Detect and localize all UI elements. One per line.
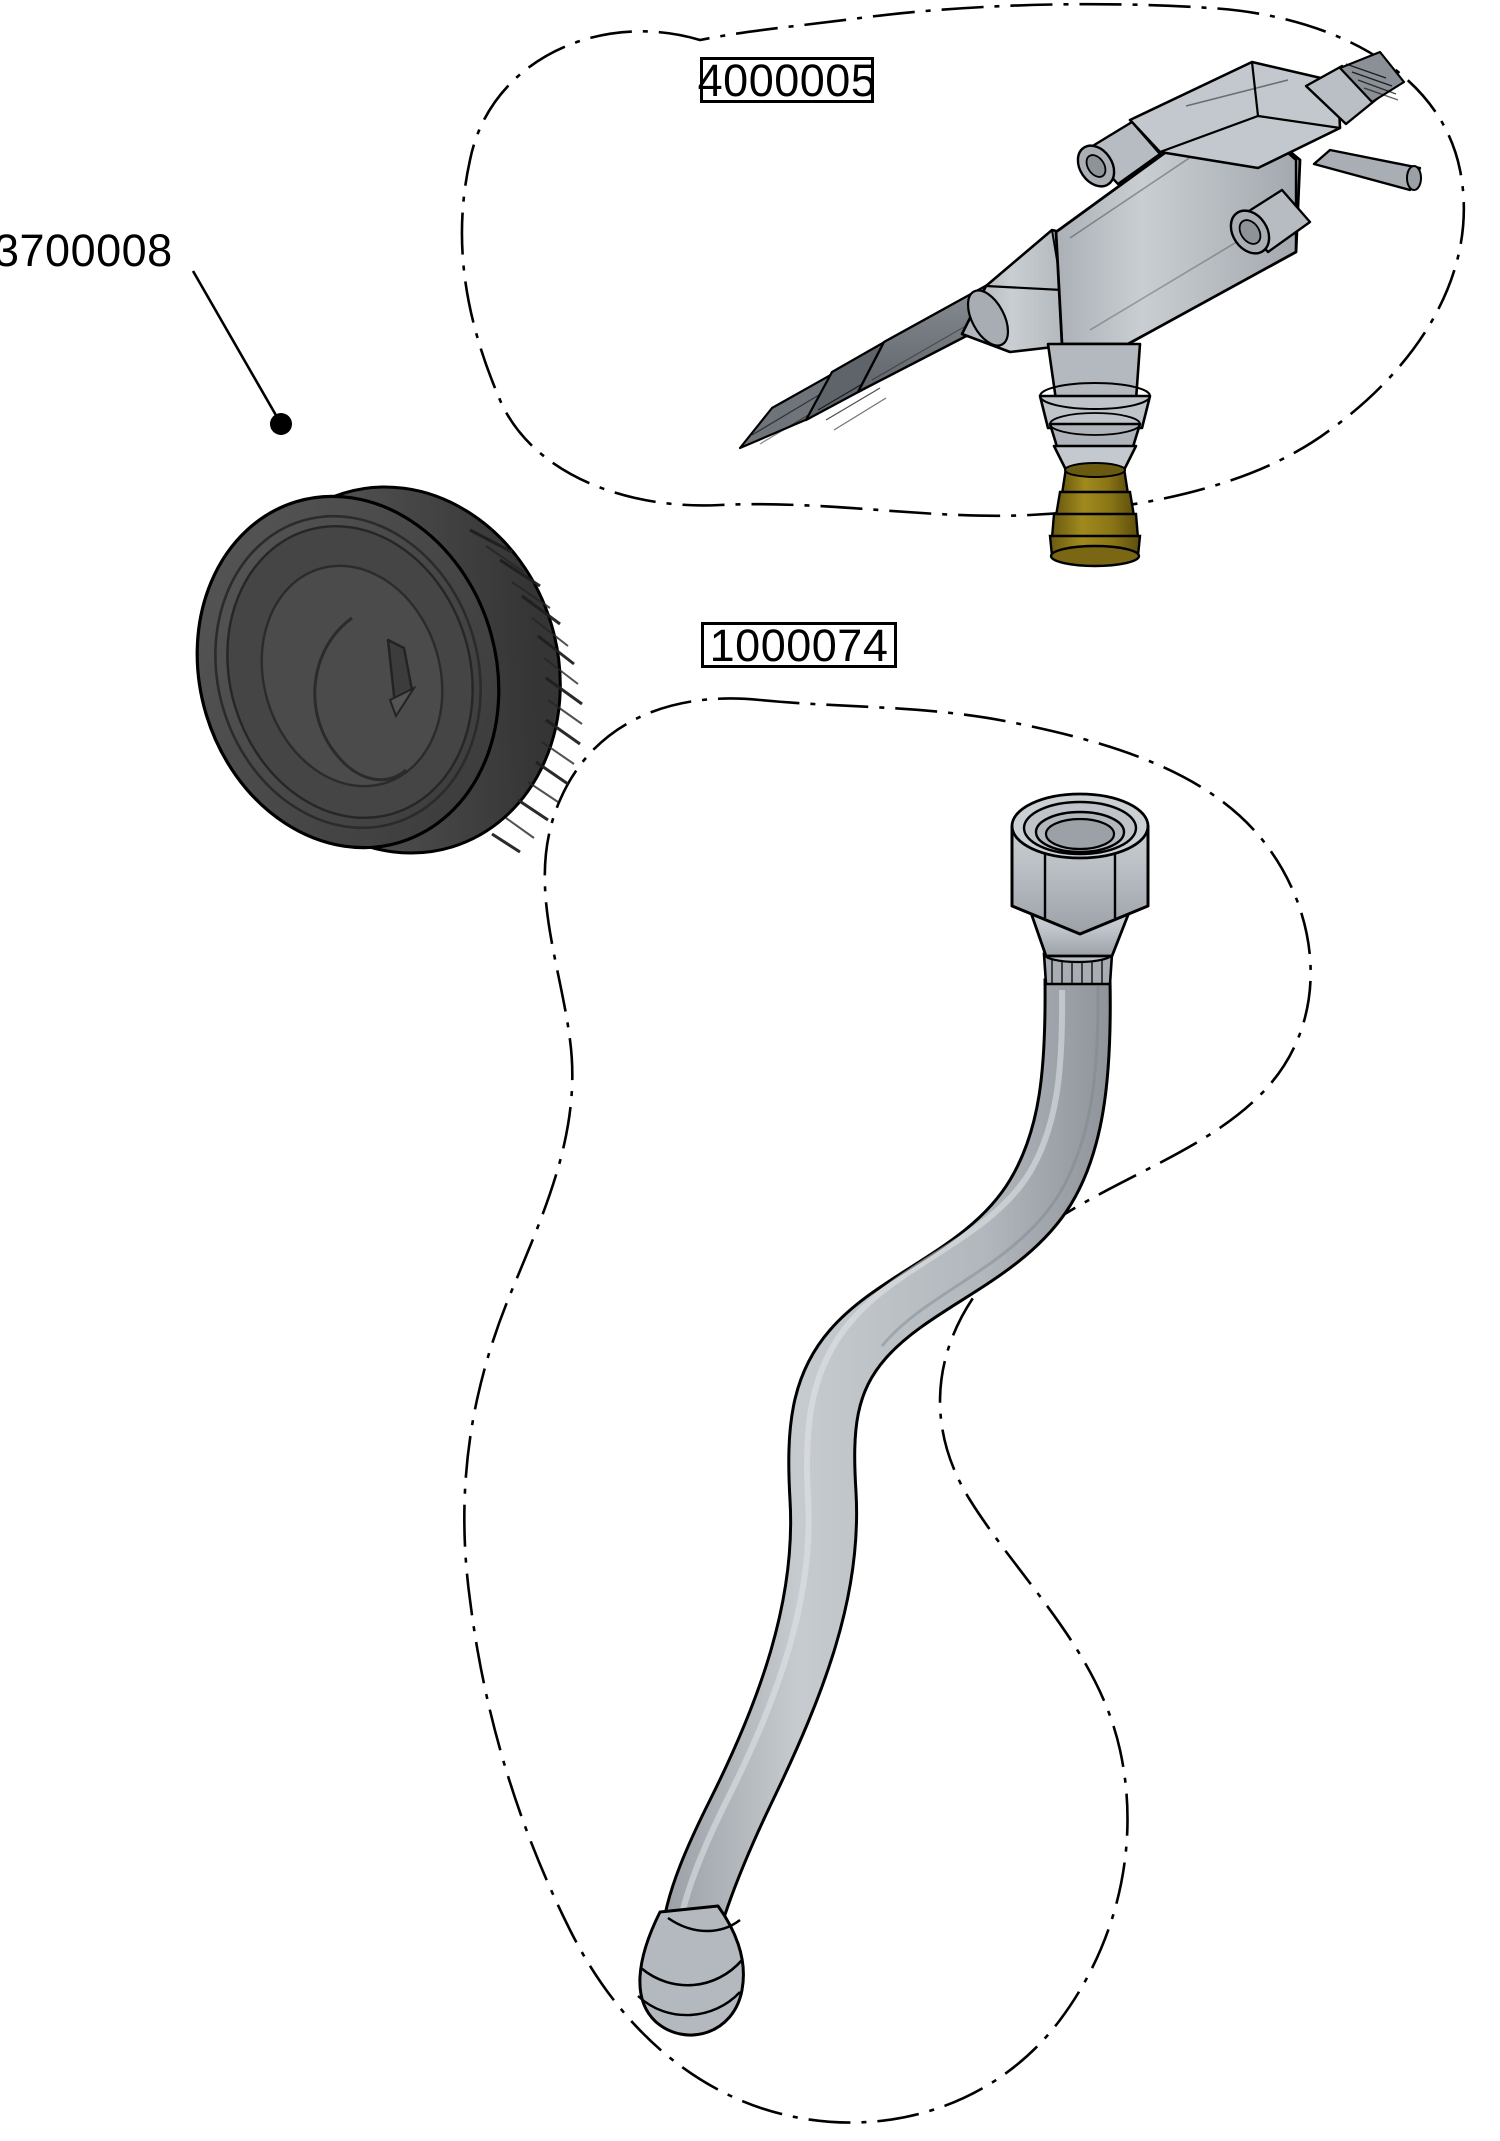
callout-4000005[interactable]: 4000005	[697, 54, 877, 106]
part-knurled-knob	[195, 413, 583, 855]
knob-center-indicator	[313, 616, 417, 782]
part-valve-cylinder-assembly	[738, 50, 1422, 568]
part-bent-tube-spout	[637, 792, 1150, 2037]
knob-face-disc	[195, 494, 501, 850]
enclosure-tube-boundary	[463, 697, 1312, 2124]
valve-neck	[1038, 342, 1152, 472]
right-stub-shaft	[1312, 148, 1422, 192]
enclosure-valve-boundary	[460, 2, 1466, 518]
tube-hex-nut	[1010, 792, 1150, 936]
mount-bracket	[1128, 60, 1342, 170]
tube-bottom-tip	[637, 1904, 745, 2037]
leader-line-3700008	[191, 270, 283, 425]
tube-body	[662, 978, 1112, 1947]
side-lug-left	[1076, 120, 1162, 188]
top-port-fitting	[1304, 50, 1406, 126]
callout-3700008[interactable]: 3700008	[0, 225, 173, 276]
callout-1000074[interactable]: 1000074	[701, 622, 897, 668]
brass-threaded-stem	[1048, 462, 1142, 568]
side-lug-right	[1229, 188, 1312, 255]
